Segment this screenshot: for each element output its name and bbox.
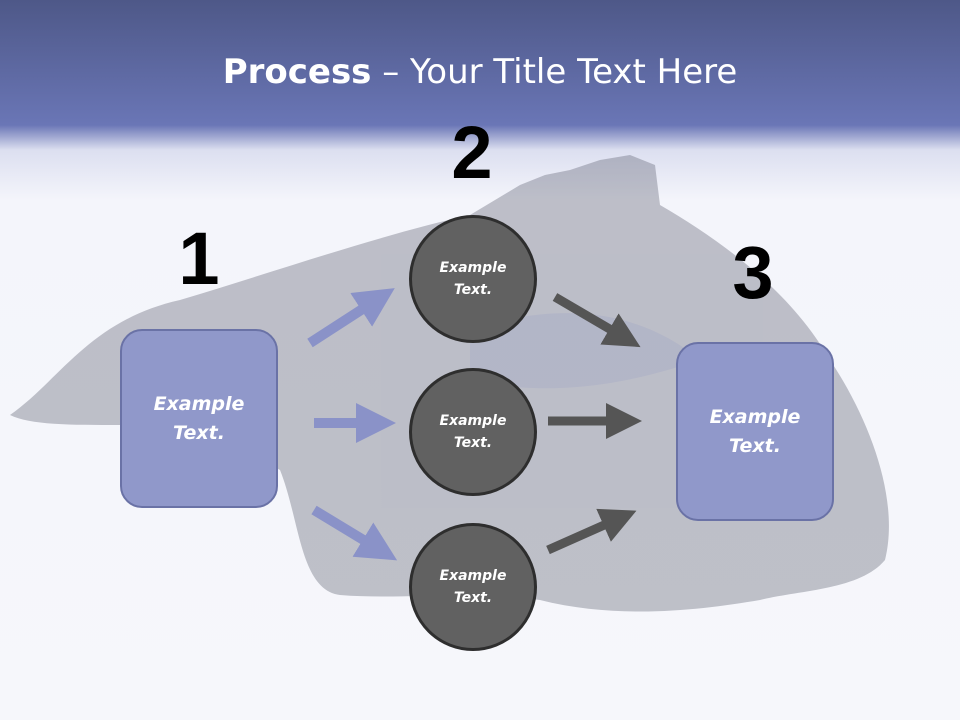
step-3-label: Example Text. [709, 406, 801, 457]
title-bold: Process [222, 52, 372, 92]
step-1-label: Example Text. [153, 393, 245, 444]
step-1-number: 1 [178, 217, 220, 300]
step-3-box: Example Text. [676, 342, 834, 521]
arrow-from-step2-top [552, 293, 641, 348]
step-2-label: Example Text. [439, 567, 507, 606]
arrow-to-step2-bottom [311, 505, 398, 561]
step-3-number: 3 [732, 231, 774, 314]
step-2-number: 2 [451, 111, 493, 194]
arrow-to-step2-top [307, 288, 395, 348]
step-2-circle-middle: Example Text. [409, 368, 537, 496]
step-2-circle-bottom: Example Text. [409, 523, 537, 651]
slide-title: Process – Your Title Text Here [0, 52, 960, 92]
arrows-in [307, 288, 398, 561]
title-rest: – Your Title Text Here [371, 52, 738, 92]
step-2-circle-top: Example Text. [409, 215, 537, 343]
arrow-from-step2-bottom [546, 508, 637, 555]
arrows-out [546, 293, 642, 555]
step-2-label: Example Text. [439, 412, 507, 451]
step-1-box: Example Text. [120, 329, 278, 508]
step-2-label: Example Text. [439, 259, 507, 298]
